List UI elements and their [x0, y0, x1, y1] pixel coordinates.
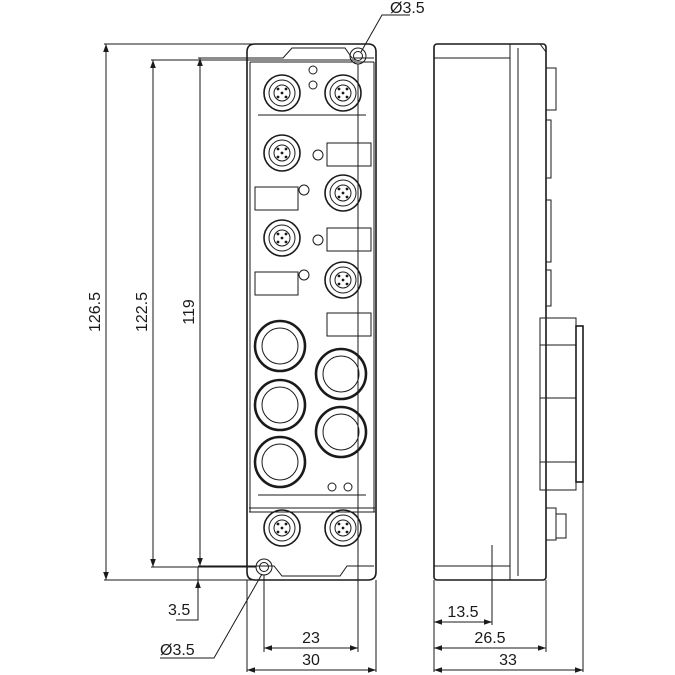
dim-width-front: 30	[302, 652, 320, 669]
dim-hole-bottom: Ø3.5	[160, 642, 195, 659]
front-view	[246, 43, 377, 581]
label-field	[326, 227, 372, 252]
dim-depth-inner: 13.5	[447, 604, 478, 621]
led-indicator	[312, 149, 324, 161]
label-field	[254, 271, 299, 296]
led-indicator	[298, 184, 310, 196]
m12-connector	[324, 74, 362, 112]
side-power-connector	[539, 317, 584, 491]
led-indicator	[308, 65, 318, 75]
dim-hole-offset: 3.5	[168, 602, 190, 619]
side-connector-stubs	[545, 67, 557, 307]
front-housing-outline	[246, 43, 377, 581]
m12-connector	[263, 134, 301, 172]
dim-height-holes: 122.5	[134, 292, 151, 332]
top-end-cap	[250, 47, 374, 59]
dim-height-outer: 126.5	[87, 292, 104, 332]
dim-depth-total: 33	[499, 652, 517, 669]
power-connector-stack-right	[314, 347, 368, 459]
m12-connector	[263, 219, 301, 257]
m12-connector	[324, 174, 362, 212]
led-indicator	[298, 269, 310, 281]
power-connector-stack-left	[253, 319, 307, 489]
label-field	[254, 186, 299, 211]
mounting-hole-bottom	[255, 558, 273, 576]
led-indicator	[308, 80, 318, 90]
dim-depth-mid: 26.5	[474, 630, 505, 647]
m12-connector	[263, 74, 301, 112]
dim-height-body: 119	[181, 299, 198, 325]
side-view	[433, 43, 584, 581]
m12-connector	[324, 509, 362, 547]
led-indicator	[327, 482, 337, 492]
m12-connector	[263, 509, 301, 547]
led-indicator	[343, 482, 353, 492]
dim-hole-top: Ø3.5	[390, 0, 425, 17]
side-bottom-fitting	[491, 507, 567, 566]
dimension-labels: 126.5 122.5 119 Ø3.5 3.5 Ø3.5 23 30 13.5…	[87, 0, 517, 669]
dimension-lines	[103, 14, 584, 673]
m12-connector	[324, 261, 362, 299]
label-field	[326, 312, 372, 337]
dim-width-holes: 23	[302, 630, 320, 647]
led-indicator	[312, 234, 324, 246]
label-field	[326, 142, 372, 167]
side-housing-outline	[433, 43, 547, 581]
